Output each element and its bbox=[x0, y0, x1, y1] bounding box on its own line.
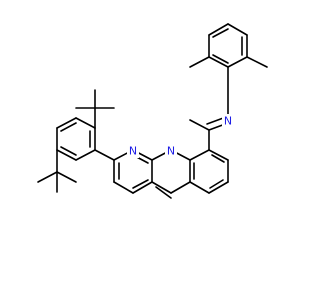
molecule-diagram: N N N bbox=[37, 23, 268, 199]
bond bbox=[189, 119, 210, 131]
bond bbox=[170, 181, 191, 194]
chemical-structure-figure: N N N bbox=[37, 23, 268, 199]
bond bbox=[60, 122, 77, 132]
left-nitrogen-background bbox=[127, 145, 139, 158]
bond bbox=[151, 181, 172, 194]
bond bbox=[189, 56, 210, 68]
bond bbox=[212, 28, 229, 38]
bond bbox=[75, 149, 96, 161]
bond bbox=[227, 56, 248, 68]
bond bbox=[208, 149, 229, 161]
bond bbox=[208, 181, 229, 194]
bond bbox=[155, 186, 172, 199]
bond bbox=[246, 56, 268, 68]
bond bbox=[209, 179, 224, 189]
bond bbox=[208, 56, 229, 68]
bond bbox=[208, 23, 229, 36]
bond bbox=[60, 146, 77, 156]
bond bbox=[189, 149, 210, 161]
bond bbox=[56, 171, 77, 183]
bond bbox=[211, 154, 225, 163]
right-nitrogen-label: N bbox=[167, 145, 175, 158]
bond bbox=[56, 117, 77, 129]
atom-labels: N N N bbox=[127, 114, 234, 158]
bond bbox=[227, 23, 248, 36]
bond bbox=[113, 181, 134, 194]
right-nitrogen-background bbox=[165, 145, 177, 158]
imine-nitrogen-background bbox=[222, 114, 234, 127]
bond bbox=[189, 181, 210, 194]
bond bbox=[94, 149, 115, 161]
bond bbox=[132, 179, 149, 189]
bond bbox=[75, 117, 96, 129]
bond bbox=[132, 181, 153, 194]
imine-nitrogen-label: N bbox=[224, 115, 232, 128]
bond bbox=[37, 171, 58, 183]
left-nitrogen-label: N bbox=[129, 145, 137, 158]
bond bbox=[212, 54, 229, 64]
bond bbox=[56, 149, 77, 161]
bond-layer bbox=[37, 23, 268, 199]
